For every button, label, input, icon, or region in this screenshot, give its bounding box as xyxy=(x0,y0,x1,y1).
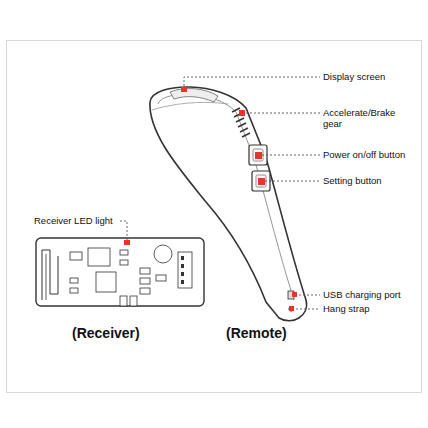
leader-dots xyxy=(181,87,297,311)
part-label: Setting button xyxy=(323,175,382,186)
leader-lines xyxy=(118,77,320,309)
part-label: Display screen xyxy=(323,71,385,82)
figure-caption: (Remote) xyxy=(226,325,287,342)
part-label: USB charging port xyxy=(323,289,401,300)
part-label: Hang strap xyxy=(323,303,369,314)
figure-caption: (Receiver) xyxy=(72,325,140,342)
part-label: Power on/off button xyxy=(323,149,405,160)
receiver-pcb xyxy=(36,238,204,306)
part-label: Accelerate/Brake gear xyxy=(323,107,405,130)
part-label: Receiver LED light xyxy=(34,215,113,226)
frame xyxy=(7,41,422,393)
